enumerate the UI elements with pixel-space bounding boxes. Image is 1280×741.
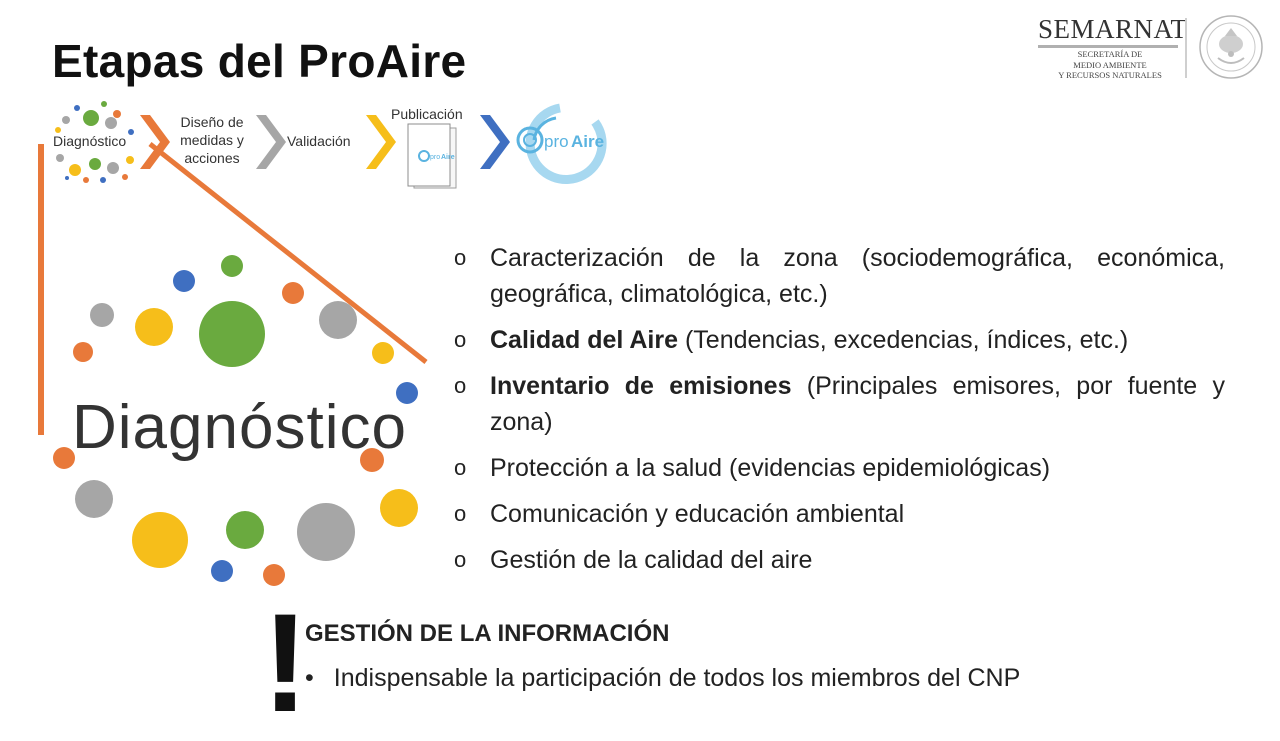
list-item: o Gestión de la calidad del aire <box>452 542 1225 578</box>
proaire-aire-text: Aire <box>571 132 604 151</box>
list-item: o Calidad del Aire (Tendencias, excedenc… <box>452 322 1225 358</box>
list-item: o Inventario de emisiones (Principales e… <box>452 368 1225 440</box>
chevron-orange-icon <box>140 115 170 169</box>
semarnat-subtitle: SECRETARÍA DE MEDIO AMBIENTE Y RECURSOS … <box>1058 49 1162 80</box>
chevron-blue-icon <box>480 115 510 169</box>
process-flow: pro Aire pro Aire <box>55 101 607 189</box>
bullet-marker: o <box>454 327 467 352</box>
mexico-seal-icon <box>1199 15 1263 79</box>
diagnostico-small-dots-icon <box>55 101 134 183</box>
gestion-list-item: •Indispensable la participación de todos… <box>305 664 1021 692</box>
orange-diagonal-line <box>148 142 428 364</box>
gestion-title: GESTIÓN DE LA INFORMACIÓN <box>305 620 670 647</box>
bullet-marker: o <box>454 245 467 270</box>
proaire-pro-text: pro <box>544 132 569 151</box>
svg-text:pro: pro <box>430 154 440 161</box>
logo-divider <box>1185 18 1187 78</box>
semarnat-name: SEMARNAT <box>1038 14 1188 44</box>
stage-validacion: Validación <box>287 133 351 149</box>
chevron-gray-icon <box>256 115 286 169</box>
exclamation-mark: ! <box>262 584 309 741</box>
stage-diagnostico: Diagnóstico <box>53 133 127 149</box>
list-item: o Caracterización de la zona (sociodemog… <box>452 240 1225 312</box>
diagnostico-heading: Diagnóstico <box>72 393 407 462</box>
stage-diseno: Diseño de medidas y acciones <box>180 114 244 166</box>
chevron-yellow-icon <box>366 115 396 169</box>
orange-connector <box>38 142 428 435</box>
bullet-dot: • <box>305 664 314 692</box>
stage-publicacion: Publicación <box>391 106 463 122</box>
list-item: o Comunicación y educación ambiental <box>452 496 1225 532</box>
proaire-logo-icon: pro Aire <box>516 103 607 184</box>
bullet-marker: o <box>454 373 467 398</box>
bullet-marker: o <box>454 501 467 526</box>
page-title: Etapas del ProAire <box>52 35 467 87</box>
bullet-marker: o <box>454 455 467 480</box>
diagnostico-dots-cluster <box>53 255 418 586</box>
svg-text:Aire: Aire <box>441 154 455 161</box>
semarnat-logo: SEMARNAT SECRETARÍA DE MEDIO AMBIENTE Y … <box>1030 12 1270 84</box>
semarnat-underline <box>1038 45 1178 48</box>
document-icon: pro Aire <box>407 123 457 189</box>
bullet-marker: o <box>454 547 467 572</box>
bullet-list: o Caracterización de la zona (sociodemog… <box>452 240 1225 588</box>
list-item: o Protección a la salud (evidencias epid… <box>452 450 1225 486</box>
